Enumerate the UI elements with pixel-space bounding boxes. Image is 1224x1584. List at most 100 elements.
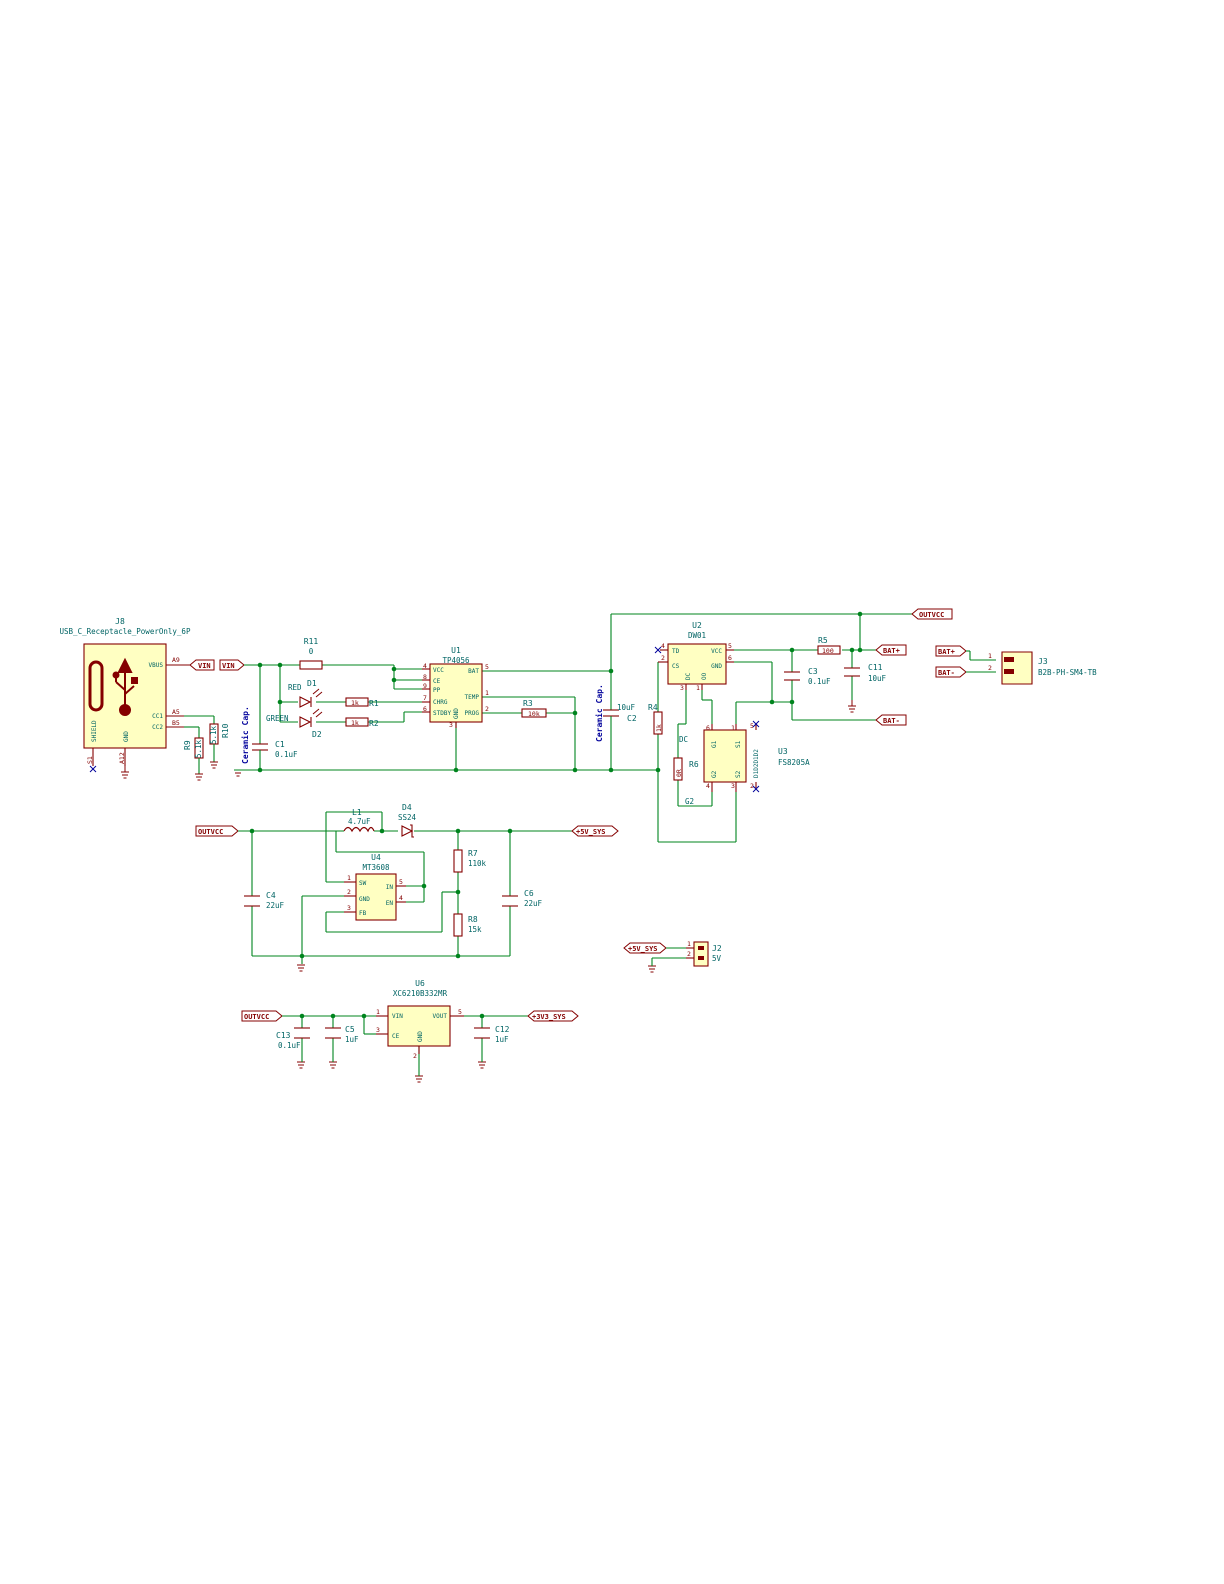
- label-outvcc-top: OUTVCC: [911, 608, 953, 620]
- svg-text:BAT-: BAT-: [883, 717, 900, 725]
- svg-text:+5V_SYS: +5V_SYS: [628, 945, 658, 953]
- svg-text:BAT-: BAT-: [938, 669, 955, 677]
- svg-text:VCC: VCC: [711, 648, 722, 655]
- svg-text:+3V3_SYS: +3V3_SYS: [532, 1013, 566, 1021]
- boost-wires: [238, 811, 572, 964]
- svg-text:R6: R6: [689, 760, 699, 769]
- capacitor-c4: C4 22uF: [244, 891, 285, 910]
- svg-text:4: 4: [399, 894, 403, 902]
- svg-text:2: 2: [750, 782, 754, 790]
- svg-text:110k: 110k: [468, 859, 487, 868]
- net-label-g2: G2: [685, 797, 694, 806]
- label-5v-sys-j2: +5V_SYS: [623, 942, 667, 954]
- label-outvcc-ldo: OUTVCC: [241, 1010, 283, 1022]
- svg-text:D1: D1: [307, 679, 317, 688]
- ic-u4-mt3608: U4 MT3608 SW GND FB IN EN 1 2 3 5 4: [344, 853, 406, 921]
- resistor-r9: R9 5.1k: [183, 726, 204, 774]
- svg-text:1: 1: [731, 724, 735, 732]
- pin-cc2: CC2: [152, 724, 163, 731]
- note-ceramic-c2: Ceramic Cap.: [594, 684, 604, 742]
- label-bat-plus-j3: BAT+: [935, 645, 967, 657]
- svg-text:22uF: 22uF: [524, 899, 543, 908]
- ic-u3-fs8205a: U3 FS8205A G1 S1 G2 S2 D1D2D1D2 6 1 4 3 …: [703, 720, 810, 793]
- usb-icon: [112, 657, 138, 716]
- svg-text:2: 2: [485, 705, 489, 713]
- svg-text:1uF: 1uF: [495, 1035, 509, 1044]
- svg-text:G1: G1: [711, 740, 718, 748]
- svg-text:SW: SW: [359, 880, 367, 887]
- capacitor-c5: C5 1uF: [325, 1025, 359, 1044]
- label-bat-minus: BAT-: [875, 714, 907, 726]
- svg-text:OUTVCC: OUTVCC: [198, 828, 223, 836]
- svg-text:1: 1: [696, 684, 700, 692]
- led-d1: D1 RED: [288, 679, 323, 708]
- svg-text:4.7uF: 4.7uF: [348, 817, 371, 826]
- svg-text:CHRG: CHRG: [433, 699, 448, 706]
- svg-text:FB: FB: [359, 910, 367, 917]
- svg-text:D1D2D1D2: D1D2D1D2: [753, 749, 760, 778]
- svg-text:22uF: 22uF: [266, 901, 285, 910]
- svg-text:3: 3: [449, 721, 453, 729]
- capacitor-c11: C11 10uF: [844, 663, 887, 683]
- svg-text:5: 5: [458, 1008, 462, 1016]
- label-5v-sys: +5V_SYS: [571, 825, 619, 837]
- svg-text:STDBY: STDBY: [433, 710, 451, 717]
- led-d2: D2 GREEN: [266, 708, 323, 739]
- svg-text:C12: C12: [495, 1025, 510, 1034]
- label-bat-minus-j3: BAT-: [935, 666, 967, 678]
- svg-text:C3: C3: [808, 667, 818, 676]
- svg-text:U4: U4: [371, 853, 381, 862]
- svg-text:U1: U1: [451, 646, 461, 655]
- svg-text:D2: D2: [312, 730, 322, 739]
- svg-text:3: 3: [347, 904, 351, 912]
- pin-shield: SHIELD: [91, 720, 98, 742]
- svg-text:5V: 5V: [712, 954, 722, 963]
- net-label-dc: DC: [679, 735, 688, 744]
- svg-text:DW01: DW01: [688, 631, 706, 640]
- inductor-l1: L1 4.7uF: [343, 808, 375, 833]
- svg-text:OUTVCC: OUTVCC: [919, 611, 944, 619]
- svg-text:R9: R9: [183, 740, 192, 750]
- svg-text:U3: U3: [778, 747, 788, 756]
- capacitor-c12: C12 1uF: [474, 1025, 510, 1044]
- svg-text:0.1uF: 0.1uF: [275, 750, 298, 759]
- svg-text:G2: G2: [711, 770, 718, 778]
- svg-text:R8: R8: [468, 915, 478, 924]
- svg-text:0: 0: [309, 647, 314, 656]
- resistor-r4: R4 1k: [648, 703, 663, 735]
- svg-text:2: 2: [661, 654, 665, 662]
- svg-text:15k: 15k: [468, 925, 482, 934]
- label-outvcc-boost: OUTVCC: [195, 825, 239, 837]
- resistor-r5: 100 R5: [817, 636, 841, 655]
- svg-text:OUTVCC: OUTVCC: [244, 1013, 269, 1021]
- connector-j3: BAT+ BAT- 1 2 J3 B2B-PH-SM4-TB: [935, 645, 1097, 685]
- svg-text:TP4056: TP4056: [442, 656, 470, 665]
- svg-text:FS8205A: FS8205A: [778, 758, 810, 767]
- svg-text:1k: 1k: [351, 699, 359, 707]
- pin-gnd-j8: GND: [123, 731, 130, 742]
- svg-text:1: 1: [347, 874, 351, 882]
- svg-text:IN: IN: [386, 884, 394, 891]
- ic-u1-tp4056: U1 TP4056 VCC CE PP CHRG STDBY BAT TEMP …: [422, 646, 489, 729]
- svg-text:6: 6: [728, 654, 732, 662]
- svg-text:5: 5: [485, 663, 489, 671]
- svg-text:5.1k: 5.1k: [209, 725, 218, 744]
- svg-text:J3: J3: [1038, 657, 1048, 666]
- svg-text:0.1uF: 0.1uF: [808, 677, 831, 686]
- usb-c-connector-j8: J8 USB_C_Receptacle_PowerOnly_6P VBUS CC…: [60, 617, 191, 773]
- svg-text:6: 6: [423, 705, 427, 713]
- svg-text:R2: R2: [369, 719, 379, 728]
- svg-text:BAT+: BAT+: [938, 648, 955, 656]
- svg-text:R3: R3: [523, 699, 533, 708]
- pin-num-b5: B5: [172, 719, 180, 727]
- protection-wires: [657, 614, 876, 843]
- ic-u2-dw01: U2 DW01 TD VCC CS GND DC OO 4 5 2 6 3 1: [654, 621, 734, 692]
- resistor-r11: R11 0: [299, 637, 323, 670]
- svg-text:5: 5: [728, 642, 732, 650]
- svg-text:VCC: VCC: [433, 667, 444, 674]
- no-connect-s1: [89, 765, 97, 773]
- svg-text:3: 3: [731, 782, 735, 790]
- svg-text:R4: R4: [648, 703, 658, 712]
- resistor-r10: R10 5.1k: [184, 715, 230, 762]
- svg-text:PP: PP: [433, 687, 441, 694]
